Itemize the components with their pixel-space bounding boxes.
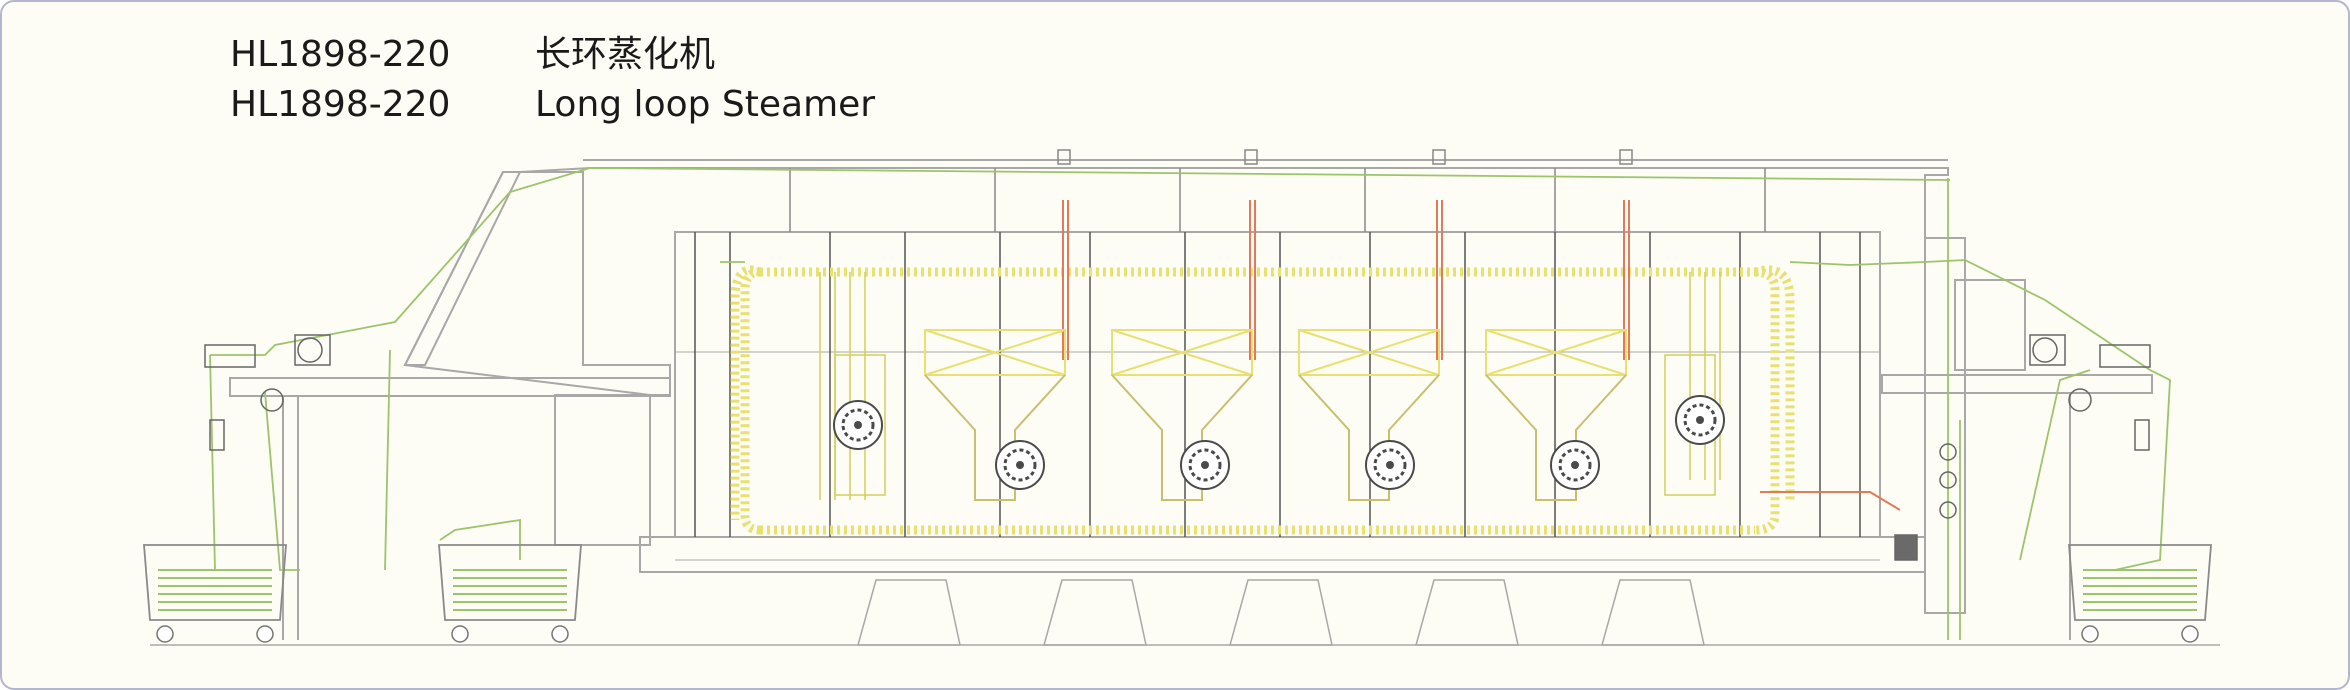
title-line-english: HL1898-220 Long loop Steamer: [230, 80, 875, 130]
machine-name-english: Long loop Steamer: [535, 84, 876, 125]
plaiting-trolley: [438, 544, 582, 643]
blower-fan: [833, 400, 883, 450]
blower-fan: [1180, 440, 1230, 490]
loop-section: [1111, 329, 1253, 501]
support-legs: [857, 579, 1705, 646]
chamber-base: [639, 536, 1926, 573]
exit-roller-unit: [1894, 334, 2151, 561]
support-leg: [1601, 579, 1705, 646]
entry-roller-unit: [204, 334, 331, 451]
blower-fan: [1550, 440, 1600, 490]
blowers: [833, 395, 1725, 490]
roller-columns: [694, 232, 1861, 537]
blower-fan: [1675, 395, 1725, 445]
model-code: HL1898-220: [230, 84, 451, 125]
left-feed-table: [229, 377, 671, 397]
right-exit-table: [1881, 374, 2153, 394]
machine-name-chinese: 长环蒸化机: [535, 34, 716, 75]
loop-sections: [924, 329, 1627, 501]
plaiting-trolley: [143, 544, 287, 643]
loop-chain: [730, 265, 1795, 535]
loop-section: [1485, 329, 1627, 501]
machine-frame: [150, 159, 2220, 646]
support-leg: [857, 579, 961, 646]
roof-vents: [789, 149, 1766, 232]
steam-pipes: [1062, 200, 1901, 511]
title-line-chinese: HL1898-220 长环蒸化机: [230, 30, 875, 80]
exit-control-box: [1954, 279, 2026, 371]
steam-chamber: [674, 231, 1881, 538]
plaiting-trolley: [2068, 544, 2212, 643]
model-code: HL1898-220: [230, 34, 451, 75]
entry-housing: [403, 171, 671, 546]
exit-housing: [1924, 237, 1966, 614]
plaiting-trolleys: [143, 544, 2212, 643]
blower-fan: [995, 440, 1045, 490]
support-leg: [1043, 579, 1147, 646]
loop-section: [924, 329, 1066, 501]
roof-line: [519, 167, 1949, 238]
support-leg: [1229, 579, 1333, 646]
loop-section: [1298, 329, 1440, 501]
blower-fan: [1365, 440, 1415, 490]
support-leg: [1415, 579, 1519, 646]
